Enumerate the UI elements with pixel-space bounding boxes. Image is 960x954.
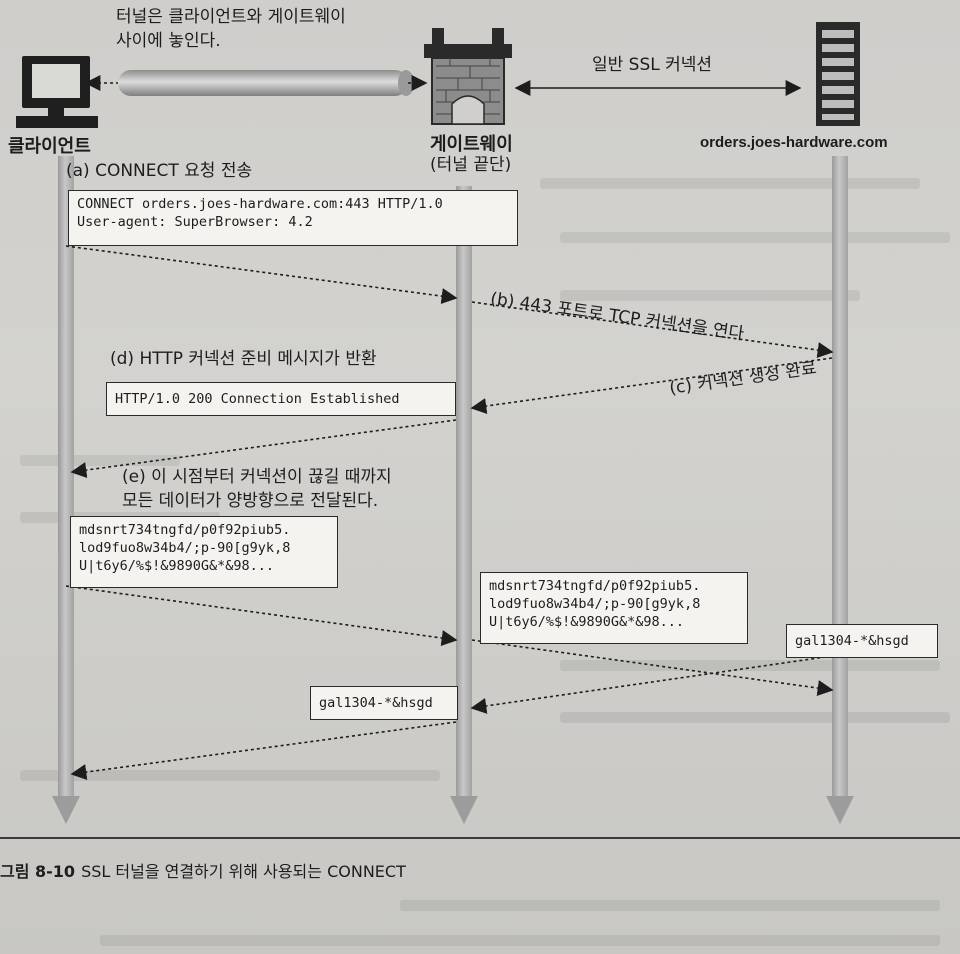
step-e-line-1: (e) 이 시점부터 커넥션이 끊길 때까지 (122, 467, 392, 487)
client-lifeline (58, 156, 74, 796)
server-lifeline-arrowhead (826, 796, 854, 824)
server-label: orders.joes-hardware.com (700, 134, 888, 151)
gateway-lifeline (456, 186, 472, 796)
client-data-line-1: mdsnrt734tngfd/p0f92piub5. (79, 522, 291, 538)
tunnel-tube (118, 70, 414, 96)
arrow-server-reply-to-gateway (470, 655, 833, 714)
arrow-gateway-to-server-tcp (471, 301, 834, 358)
client-data-line-2: lod9fuo8w34b4/;p-90[g9yk,8 (79, 540, 291, 556)
step-d-label: (d) HTTP 커넥션 준비 메시지가 반환 (110, 349, 377, 369)
server-reply-box: gal1304-*&hsgd (786, 624, 938, 658)
connect-request-box: CONNECT orders.joes-hardware.com:443 HTT… (68, 190, 518, 246)
arrow-server-to-gateway-complete (470, 357, 833, 414)
figure-bottom-rule (0, 837, 960, 839)
client-data-box: mdsnrt734tngfd/p0f92piub5. lod9fuo8w34b4/… (70, 516, 338, 588)
gateway-reply-box: gal1304-*&hsgd (310, 686, 458, 720)
step-a-label: (a) CONNECT 요청 전송 (66, 161, 253, 181)
connect-line-1: CONNECT orders.joes-hardware.com:443 HTT… (77, 196, 443, 212)
gateway-data-box: mdsnrt734tngfd/p0f92piub5. lod9fuo8w34b4/… (480, 572, 748, 644)
tunnel-note-line-1: 터널은 클라이언트와 게이트웨이 (116, 7, 346, 27)
established-response-box: HTTP/1.0 200 Connection Established (106, 382, 456, 416)
gateway-data-line-2: lod9fuo8w34b4/;p-90[g9yk,8 (489, 596, 701, 612)
client-data-line-3: U|t6y6/%$!&9890G&*&98... (79, 558, 275, 574)
arrow-gateway-to-client-established (70, 419, 457, 478)
connect-line-2: User-agent: SuperBrowser: 4.2 (77, 214, 313, 230)
figure-caption: 그림 8-10 SSL 터널을 연결하기 위해 사용되는 CONNECT (0, 858, 406, 882)
arrow-gateway-data-to-server (471, 639, 834, 696)
gateway-brick-icon (424, 28, 512, 125)
arrow-gateway-reply-to-client (70, 721, 457, 780)
client-lifeline-arrowhead (52, 796, 80, 824)
gateway-sublabel: (터널 끝단) (430, 155, 512, 175)
figure-number: 그림 8-10 (0, 862, 76, 881)
computer-icon (16, 56, 98, 128)
gateway-data-line-3: U|t6y6/%$!&9890G&*&98... (489, 614, 685, 630)
gateway-label: 게이트웨이 (430, 134, 513, 154)
arrow-connect-to-gateway (65, 245, 458, 305)
gateway-data-line-1: mdsnrt734tngfd/p0f92piub5. (489, 578, 701, 594)
server-tower-icon (816, 22, 860, 126)
tunnel-note-line-2: 사이에 놓인다. (116, 31, 221, 51)
step-e-line-2: 모든 데이터가 양방향으로 전달된다. (122, 491, 379, 511)
ssl-connection-label: 일반 SSL 커넥션 (592, 55, 713, 75)
client-label: 클라이언트 (8, 136, 91, 156)
arrow-client-data-to-gateway (65, 585, 458, 646)
figure-caption-text: SSL 터널을 연결하기 위해 사용되는 CONNECT (81, 862, 406, 881)
gateway-lifeline-arrowhead (450, 796, 478, 824)
